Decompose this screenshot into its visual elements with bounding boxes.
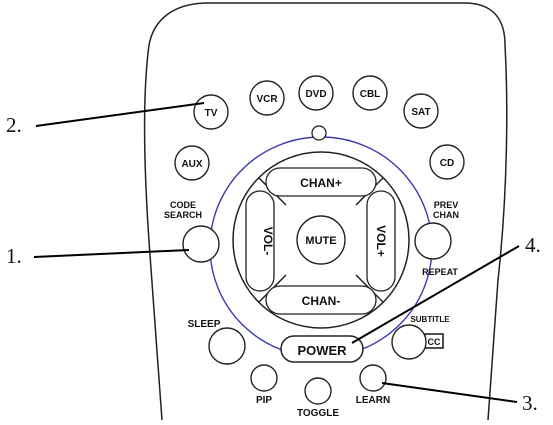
callout-2: 2. — [6, 102, 205, 137]
learn-label: LEARN — [356, 395, 390, 406]
sat-label: SAT — [411, 107, 430, 118]
power-button[interactable]: POWER — [280, 335, 364, 363]
remote-body-outline — [143, 2, 508, 421]
pip-button[interactable] — [250, 364, 278, 392]
cbl-button[interactable]: CBL — [352, 75, 388, 111]
aux-label: AUX — [181, 159, 202, 170]
sleep-button[interactable] — [208, 327, 246, 365]
mute-label: MUTE — [305, 235, 336, 247]
subtitle-label: SUBTITLE — [410, 315, 450, 324]
prev-chan-label-line2: CHAN — [433, 210, 459, 220]
aux-button[interactable]: AUX — [174, 145, 210, 181]
prev-chan-button[interactable] — [414, 222, 452, 260]
cbl-label: CBL — [360, 89, 381, 100]
callout-1-label: 1. — [6, 244, 22, 268]
code-search-label-line1: CODE — [170, 200, 196, 210]
repeat-label: REPEAT — [422, 267, 458, 277]
callout-4-label: 4. — [525, 233, 541, 257]
vol-down-label: VOL- — [261, 227, 275, 256]
mute-button[interactable]: MUTE — [296, 215, 346, 265]
indicator-led — [311, 125, 327, 141]
sleep-label: SLEEP — [188, 319, 221, 330]
dvd-button[interactable]: DVD — [298, 75, 334, 111]
tv-label: TV — [205, 108, 218, 119]
dvd-label: DVD — [305, 89, 326, 100]
pip-label: PIP — [256, 395, 272, 406]
callout-2-label: 2. — [6, 113, 22, 137]
chan-up-button[interactable]: CHAN+ — [265, 167, 377, 197]
learn-button[interactable] — [359, 364, 387, 392]
chan-down-label: CHAN- — [302, 294, 341, 308]
toggle-label: TOGGLE — [297, 408, 339, 419]
callout-3: 3. — [381, 382, 538, 415]
vol-down-button[interactable]: VOL- — [245, 190, 275, 292]
vcr-button[interactable]: VCR — [249, 80, 285, 116]
vol-up-label: VOL+ — [374, 225, 388, 257]
prev-chan-label-line1: PREV — [434, 200, 459, 210]
callout-3-label: 3. — [522, 391, 538, 415]
chan-up-label: CHAN+ — [300, 176, 342, 190]
callout-1: 1. — [6, 244, 190, 268]
cc-icon: CC — [424, 333, 444, 349]
vol-up-button[interactable]: VOL+ — [366, 190, 396, 292]
vcr-label: VCR — [256, 94, 278, 105]
sat-button[interactable]: SAT — [403, 93, 439, 129]
power-label: POWER — [297, 343, 347, 358]
cc-label: CC — [428, 337, 441, 347]
code-search-label-line2: SEARCH — [164, 210, 202, 220]
cd-button[interactable]: CD — [429, 144, 465, 180]
chan-down-button[interactable]: CHAN- — [265, 285, 377, 315]
code-search-button[interactable] — [182, 225, 220, 263]
callout-4: 4. — [351, 233, 541, 344]
subtitle-button[interactable] — [391, 324, 427, 360]
tv-button[interactable]: TV — [193, 94, 229, 130]
toggle-button[interactable] — [304, 377, 332, 405]
cd-label: CD — [440, 158, 454, 169]
